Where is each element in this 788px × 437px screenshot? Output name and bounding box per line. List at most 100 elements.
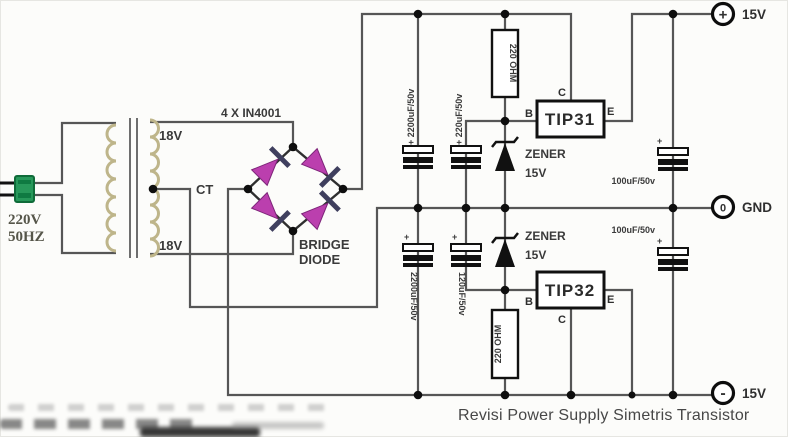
diode-bar bbox=[318, 165, 341, 188]
wire-bottom-rail bbox=[226, 187, 712, 397]
junction-dot bbox=[148, 184, 158, 194]
transformer: 18V CT 18V bbox=[105, 118, 213, 258]
tip32-pin-e: E bbox=[607, 294, 614, 306]
cap-top-main: + 2200uF/50v bbox=[402, 89, 434, 169]
tip32-pin-b: B bbox=[525, 296, 533, 308]
junction-dot bbox=[668, 203, 678, 213]
bridge-diode-bottom-left bbox=[250, 191, 291, 232]
cap-plate bbox=[658, 259, 688, 265]
junction-dot bbox=[243, 184, 253, 194]
cap-plate bbox=[403, 157, 433, 163]
wire-center-tap-gnd bbox=[153, 187, 712, 309]
bridge-diode-top-right bbox=[300, 147, 341, 188]
tip31-pin-e: E bbox=[607, 106, 614, 118]
zener-diode-top bbox=[491, 136, 519, 171]
junction-dot bbox=[500, 9, 510, 19]
positive-terminal-symbol: + bbox=[719, 7, 728, 24]
cap-plate bbox=[451, 255, 481, 261]
cap-plate bbox=[658, 159, 688, 165]
terminal-ring bbox=[710, 1, 736, 27]
wires bbox=[33, 12, 712, 397]
cap-plate bbox=[402, 145, 434, 154]
cap-output-top: + 100uF/50v bbox=[611, 136, 689, 186]
cap-plate bbox=[657, 147, 689, 156]
cap-output-bottom-label: 100uF/50v bbox=[611, 225, 655, 235]
cap-bottom-aux-plus: + bbox=[452, 232, 457, 242]
cap-bottom-main-label: 2200uF/50v bbox=[409, 272, 419, 321]
junction-dot bbox=[500, 390, 510, 400]
cap-top-main-label: + 2200uF/50v bbox=[406, 89, 416, 145]
cap-output-bottom: + 100uF/50v bbox=[611, 225, 689, 271]
resistor-bottom-box bbox=[490, 308, 520, 380]
junction-dot bbox=[500, 116, 510, 126]
cap-plate bbox=[403, 255, 433, 261]
resistor-top-box bbox=[490, 28, 520, 99]
center-tap-label: CT bbox=[196, 182, 213, 197]
ground-terminal: 0 GND bbox=[710, 194, 772, 220]
junction-dot bbox=[413, 9, 423, 19]
zener-body bbox=[495, 239, 515, 267]
plug-body bbox=[14, 175, 35, 203]
diode-bar bbox=[268, 146, 291, 169]
tip32-box bbox=[535, 270, 606, 310]
terminal-ring bbox=[710, 380, 736, 406]
wire-top-rail-a bbox=[343, 12, 573, 191]
bridge-diode-top-left bbox=[250, 146, 291, 187]
core bbox=[129, 118, 138, 258]
zener-body bbox=[495, 143, 515, 171]
junction-dot bbox=[628, 391, 636, 399]
plug-band-top bbox=[18, 180, 31, 184]
cap-output-top-plus: + bbox=[657, 136, 662, 146]
diode-body bbox=[300, 147, 329, 176]
junction-dot bbox=[288, 226, 298, 236]
junction-dot bbox=[413, 203, 423, 213]
cap-plate bbox=[450, 243, 482, 252]
ground-terminal-symbol: 0 bbox=[720, 203, 726, 215]
zener-top-label-line2: 15V bbox=[525, 166, 546, 180]
plug-prongs bbox=[0, 181, 15, 197]
positive-terminal-label: 15V bbox=[742, 7, 766, 22]
diode-body bbox=[250, 158, 279, 187]
secondary-top-label: 18V bbox=[159, 128, 182, 143]
cap-plate bbox=[658, 267, 688, 271]
cap-output-top-label: 100uF/50v bbox=[611, 176, 655, 186]
regulator-top: 220 OHM ZENER 15V TIP31 B C E bbox=[490, 28, 614, 180]
cap-bottom-main-plus: + bbox=[404, 232, 409, 242]
wire-cap-top-aux bbox=[464, 119, 505, 208]
cap-plate bbox=[402, 243, 434, 252]
tip31-box bbox=[535, 99, 606, 139]
negative-terminal-symbol: - bbox=[720, 385, 725, 402]
tip31-label: TIP31 bbox=[545, 110, 595, 129]
scan-artifact-smudge bbox=[140, 427, 260, 437]
cap-output-bottom-plus: + bbox=[657, 236, 662, 246]
cap-plate bbox=[657, 247, 689, 256]
zener-diode-bottom bbox=[491, 232, 519, 267]
diode-bar bbox=[268, 209, 291, 232]
cap-top-aux: + 220uF/50v bbox=[450, 94, 482, 169]
junction-dot bbox=[288, 142, 298, 152]
resistor-bottom-label: 220 OHM bbox=[493, 325, 503, 364]
zener-bottom-label-line1: ZENER bbox=[525, 229, 566, 243]
wire-secondary-top bbox=[150, 120, 295, 147]
junction-dot bbox=[413, 390, 423, 400]
zener-bar bbox=[491, 232, 519, 244]
wire-top-rail-b bbox=[604, 12, 712, 123]
wire-emitter-bottom bbox=[604, 288, 634, 395]
cap-plate bbox=[451, 157, 481, 163]
bridge-diodes-part-label: 4 X IN4001 bbox=[221, 106, 281, 120]
mains-voltage-label: 220V bbox=[8, 212, 42, 228]
junction-dot bbox=[668, 390, 678, 400]
junction-dot bbox=[500, 203, 510, 213]
wire-mains-bottom bbox=[33, 193, 116, 255]
capacitors: + 2200uF/50v + 220uF/50v + 2200uF/50v + … bbox=[402, 89, 689, 321]
output-terminals: + 15V 0 GND - 15V bbox=[710, 1, 772, 406]
plug-band-bottom bbox=[18, 193, 31, 198]
wire-secondary-bottom bbox=[150, 231, 295, 256]
diode-body bbox=[250, 191, 279, 220]
zener-top-label-line1: ZENER bbox=[525, 147, 566, 161]
cap-plate bbox=[403, 165, 433, 169]
cap-plate bbox=[451, 165, 481, 169]
bridge-rectifier: 4 X IN4001 BRIDGE DIODE bbox=[221, 106, 350, 267]
